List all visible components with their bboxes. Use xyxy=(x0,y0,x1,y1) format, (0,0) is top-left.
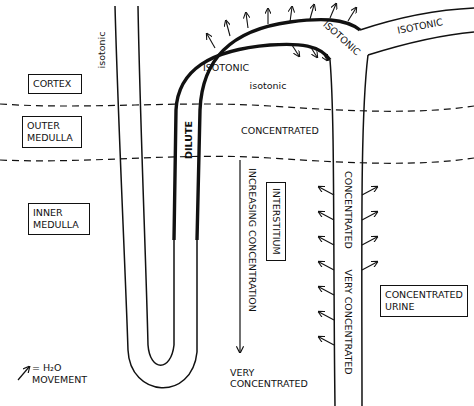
gradient-arrow xyxy=(239,160,240,352)
duct-wall xyxy=(362,55,368,406)
annotation-label: ISOTONIC xyxy=(396,16,443,36)
annotation-label: isotonic xyxy=(250,80,287,91)
annotation-label: INCREASING CONCENTRATION xyxy=(247,168,258,312)
tubule-wall xyxy=(138,6,174,365)
box-text: INNER MEDULLA xyxy=(33,207,85,231)
region-box-vertical: INTERSTITIUM xyxy=(266,182,286,261)
tubule-wall xyxy=(115,6,197,388)
annotation-label: isotonic xyxy=(96,32,107,69)
annotation-label: ISOTONIC xyxy=(321,18,363,57)
annotation-label: VERY CONCENTRATED xyxy=(230,367,314,389)
annotation-label: DILUTE xyxy=(183,121,194,159)
box-text: CORTEX xyxy=(33,78,77,90)
annotation-label: CONCENTRATED xyxy=(343,171,354,249)
annotation-label: VERY CONCENTRATED xyxy=(343,269,354,374)
legend-arrow-sample xyxy=(18,367,29,380)
zone-boundary xyxy=(0,156,474,163)
box-text: INTERSTITIUM xyxy=(270,188,282,255)
annotation-label: ISOTONIC xyxy=(203,62,249,73)
legend-text: = H₂O MOVEMENT xyxy=(32,362,87,385)
zone-boundary xyxy=(0,104,474,111)
legend-entry: = H₂O MOVEMENT xyxy=(32,362,96,386)
box-text: CONCENTRATED URINE xyxy=(385,289,463,313)
annotation-label: CONCENTRATED xyxy=(241,125,319,136)
region-box: CORTEX xyxy=(28,74,82,94)
tubule-wall xyxy=(368,32,474,55)
duct-wall xyxy=(330,60,335,406)
region-box: INNER MEDULLA xyxy=(28,203,90,235)
box-text: OUTER MEDULLA xyxy=(27,120,77,144)
region-box: CONCENTRATED URINE xyxy=(380,285,468,317)
region-box: OUTER MEDULLA xyxy=(22,116,82,148)
